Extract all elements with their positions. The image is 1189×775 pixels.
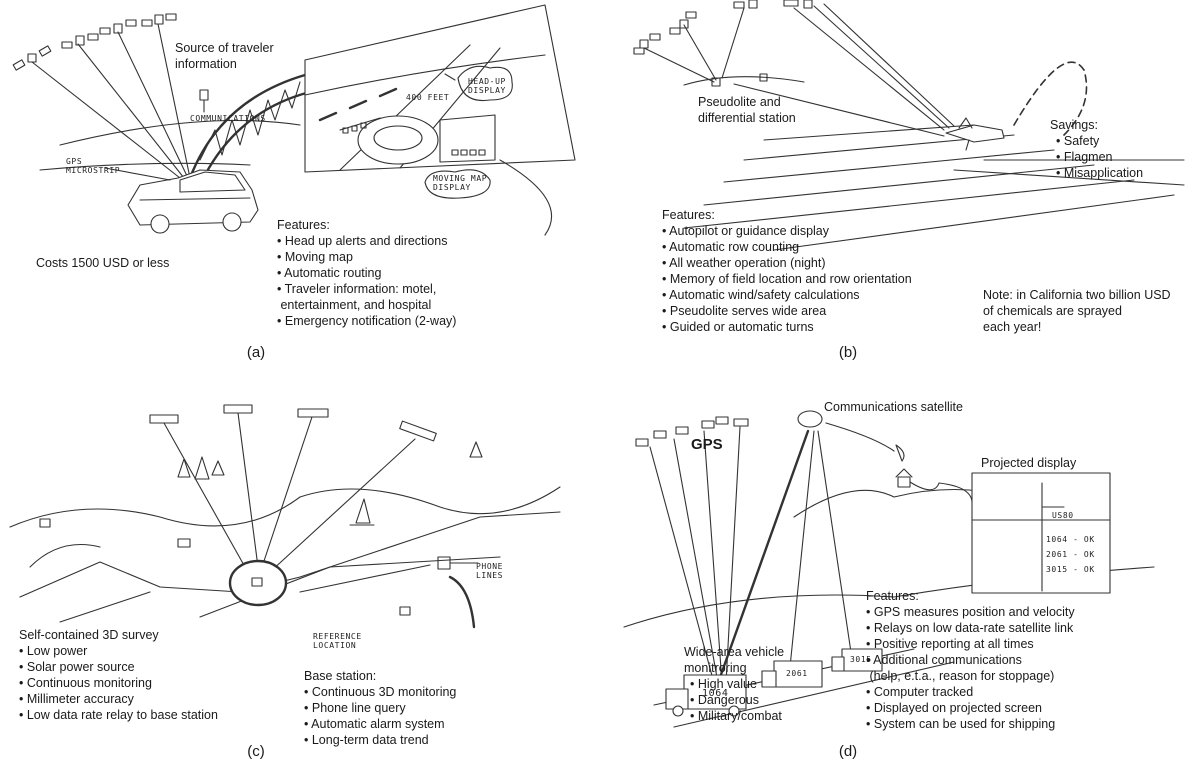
feature-item: Traveler information: motel, entertainme… (277, 281, 456, 313)
display-status-line: 1064 - OK (1046, 535, 1095, 544)
base-station-item: Phone line query (304, 700, 456, 716)
feature-item: Relays on low data-rate satellite link (866, 620, 1075, 636)
cost-label: Costs 1500 USD or less (36, 255, 169, 271)
comm-satellite-label: Communications satellite (824, 399, 963, 415)
feature-item: Automatic row counting (662, 239, 912, 255)
feature-item: Additional communications (help, e.t.a.,… (866, 652, 1075, 684)
base-station-title: Base station: (304, 668, 456, 684)
feature-item: Computer tracked (866, 684, 1075, 700)
moving-map-display-label: MOVING MAP DISPLAY (433, 174, 487, 192)
survey-item: Solar power source (19, 659, 218, 675)
base-station-item: Continuous 3D monitoring (304, 684, 456, 700)
source-label: Source of traveler information (175, 40, 274, 72)
satellite-icon (634, 0, 812, 54)
feature-item: Displayed on projected screen (866, 700, 1075, 716)
note-label: Note: in California two billion USD of c… (983, 287, 1171, 335)
vehicle-block: Wide-area vehicle monitroring High value… (684, 644, 784, 724)
feature-item: Moving map (277, 249, 456, 265)
feature-item: GPS measures position and velocity (866, 604, 1075, 620)
reference-location-label: REFERENCE LOCATION (313, 632, 362, 650)
caption-c: (c) (236, 743, 276, 760)
survey-block: Self-contained 3D survey Low power Solar… (19, 627, 218, 723)
feature-item: System can be used for shipping (866, 716, 1075, 732)
savings-item: Misapplication (1056, 165, 1143, 181)
base-station-block: Base station: Continuous 3D monitoring P… (304, 668, 456, 748)
feature-item: Automatic routing (277, 265, 456, 281)
panel-b: Pseudolite and differential station Savi… (594, 0, 1189, 387)
features-block-a: Features: Head up alerts and directions … (277, 217, 456, 329)
distance-label: 400 FEET (406, 93, 449, 102)
features-title: Features: (866, 588, 1075, 604)
features-title: Features: (277, 217, 456, 233)
display-status-line: 3015 - OK (1046, 565, 1095, 574)
features-block-d: Features: GPS measures position and velo… (866, 588, 1075, 732)
feature-item: Pseudolite serves wide area (662, 303, 912, 319)
savings-title: Savings: (1050, 117, 1143, 133)
gps-microstrip-label: GPS MICROSTRIP (66, 157, 126, 175)
caption-d: (d) (828, 743, 868, 760)
gps-label: GPS (691, 437, 723, 453)
feature-item: Head up alerts and directions (277, 233, 456, 249)
panel-c: REFERENCE LOCATION PHONE LINES Self-cont… (0, 387, 594, 775)
display-top-label: US80 (1052, 511, 1074, 520)
feature-item: Memory of field location and row orienta… (662, 271, 912, 287)
feature-item: Positive reporting at all times (866, 636, 1075, 652)
feature-item: Autopilot or guidance display (662, 223, 912, 239)
feature-item: All weather operation (night) (662, 255, 912, 271)
features-block-b: Features: Autopilot or guidance display … (662, 207, 912, 335)
projected-display-label: Projected display (981, 455, 1076, 471)
feature-item: Automatic wind/safety calculations (662, 287, 912, 303)
vehicle-item: High value (690, 676, 784, 692)
caption-b: (b) (828, 344, 868, 361)
savings-block: Savings: Safety Flagmen Misapplication (1050, 117, 1143, 181)
vehicle-item: Dangerous (690, 692, 784, 708)
panel-d: 1064 2061 3015 US80 1064 - OK 2061 - OK … (594, 387, 1189, 775)
features-title: Features: (662, 207, 912, 223)
head-up-display-label: HEAD-UP DISPLAY (468, 77, 506, 95)
panel-a: COMMUNICATIONS GPS MICROSTRIP 400 FEET H… (0, 0, 594, 387)
vehicle-item: Military/combat (690, 708, 784, 724)
base-station-item: Automatic alarm system (304, 716, 456, 732)
base-station-item: Long-term data trend (304, 732, 456, 748)
survey-title: Self-contained 3D survey (19, 627, 218, 643)
savings-item: Flagmen (1056, 149, 1143, 165)
communications-label: COMMUNICATIONS (190, 114, 266, 123)
vehicle-title: Wide-area vehicle monitroring (684, 644, 784, 676)
survey-item: Millimeter accuracy (19, 691, 218, 707)
caption-a: (a) (236, 344, 276, 361)
survey-item: Low data rate relay to base station (19, 707, 218, 723)
feature-item: Guided or automatic turns (662, 319, 912, 335)
truck-label: 2061 (786, 669, 808, 678)
display-status-line: 2061 - OK (1046, 550, 1095, 559)
survey-item: Continuous monitoring (19, 675, 218, 691)
satellite-icon (13, 14, 176, 70)
savings-item: Safety (1056, 133, 1143, 149)
feature-item: Emergency notification (2-way) (277, 313, 456, 329)
phone-lines-label: PHONE LINES (476, 562, 503, 580)
survey-item: Low power (19, 643, 218, 659)
station-label: Pseudolite and differential station (698, 94, 796, 126)
satellite-icon (150, 405, 436, 441)
